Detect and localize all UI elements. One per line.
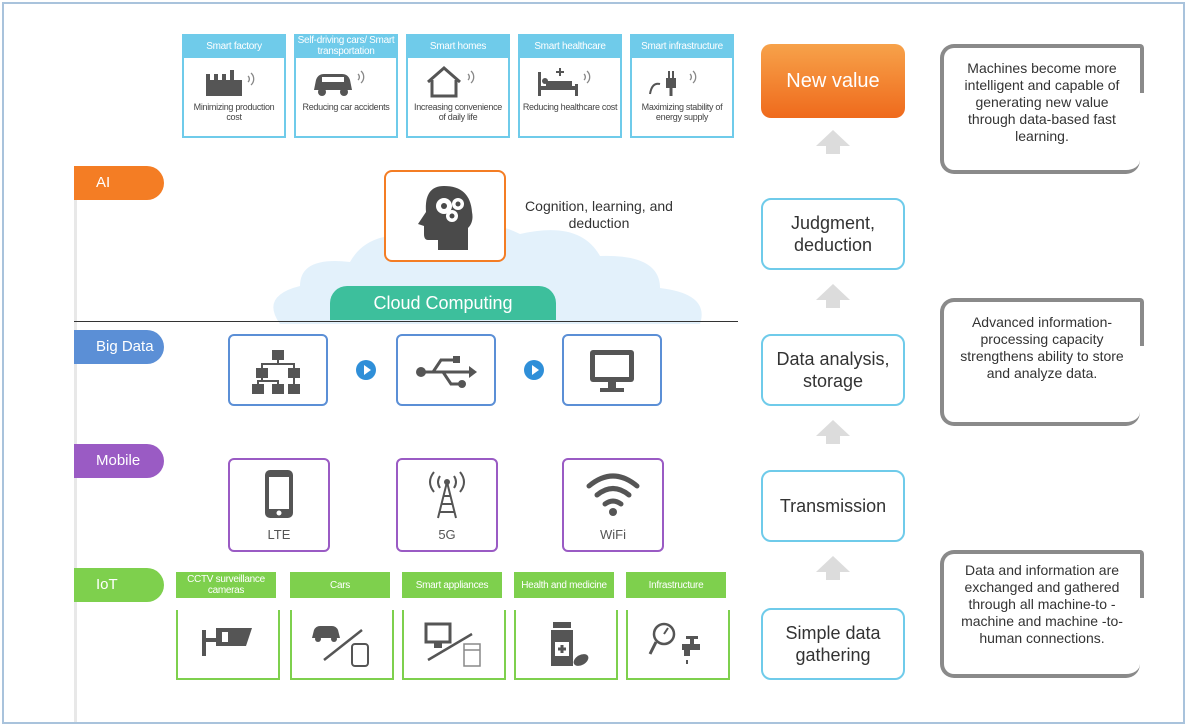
smart-caption: Minimizing production cost (193, 102, 275, 122)
home-icon (427, 66, 475, 98)
play-arrow-icon (524, 360, 544, 380)
smart-caption: Reducing healthcare cost (522, 102, 618, 112)
step-data-analysis: Data analysis, storage (761, 334, 905, 406)
mobile-label: LTE (267, 527, 291, 542)
brain-head-icon (418, 186, 473, 250)
car-icon (314, 70, 365, 96)
smart-card: Increasing convenience of daily life (406, 58, 510, 138)
iot-card (514, 610, 618, 680)
mobile-wifi-box: WiFi (562, 458, 664, 552)
iot-tag: Cars (290, 572, 390, 598)
wifi-icon (586, 473, 640, 516)
layer-label-bigdata: Big Data (74, 330, 164, 364)
ai-description: Cognition, learning, and deduction (525, 198, 673, 231)
ai-brain-box (384, 170, 506, 262)
smart-caption: Maximizing stability of energy supply (641, 102, 723, 122)
iot-card (402, 610, 506, 680)
iot-card (176, 610, 280, 680)
note-gathering: Data and information are exchanged and g… (940, 550, 1144, 678)
mobile-label: 5G (438, 527, 456, 542)
bigdata-monitor-box (562, 334, 662, 406)
usb-icon (416, 356, 477, 388)
smart-tag: Smart factory (182, 34, 286, 58)
smart-tag: Smart healthcare (518, 34, 622, 58)
up-arrow-icon (816, 420, 850, 444)
antenna-icon (429, 471, 465, 519)
step-new-value: New value (761, 44, 905, 118)
cloud-divider-line (74, 321, 738, 322)
smart-card: Minimizing production cost (182, 58, 286, 138)
smart-card: Reducing healthcare cost (518, 58, 622, 138)
faucet-icon (648, 622, 700, 664)
smart-caption: Increasing convenience of daily life (414, 102, 502, 122)
bigdata-usb-box (396, 334, 496, 406)
iot-card (290, 610, 394, 680)
note-new-value: Machines become more intelligent and cap… (940, 44, 1144, 174)
smartphone-icon (265, 470, 293, 518)
power-plug-icon (649, 70, 697, 96)
iot-tag: Infrastructure (626, 572, 726, 598)
bigdata-hierarchy-box (228, 334, 328, 406)
mobile-5g-box: 5G (396, 458, 498, 552)
layer-label-mobile: Mobile (74, 444, 164, 478)
smart-tag: Smart infrastructure (630, 34, 734, 58)
car-phone-icon (312, 626, 369, 667)
cctv-icon (202, 628, 252, 656)
iot-tag: CCTV surveillance cameras (176, 572, 276, 598)
step-transmission: Transmission (761, 470, 905, 542)
layer-label-iot: IoT (74, 568, 164, 602)
smart-tag: Self-driving cars/ Smart transportation (294, 34, 398, 58)
mobile-label: WiFi (600, 527, 626, 542)
appliance-icon (424, 622, 481, 667)
smart-card: Reducing car accidents (294, 58, 398, 138)
medicine-icon (551, 622, 589, 666)
monitor-icon (590, 350, 634, 392)
iot-tag: Smart appliances (402, 572, 502, 598)
smart-caption: Reducing car accidents (302, 102, 390, 112)
note-data-analysis: Advanced information-processing capacity… (940, 298, 1144, 426)
iot-card (626, 610, 730, 680)
factory-icon (206, 70, 255, 96)
layer-label-ai: AI (74, 166, 164, 200)
hospital-bed-icon (538, 68, 591, 96)
step-simple-gathering: Simple data gathering (761, 608, 905, 680)
up-arrow-icon (816, 556, 850, 580)
iot-tag: Health and medicine (514, 572, 614, 598)
play-arrow-icon (356, 360, 376, 380)
up-arrow-icon (816, 130, 850, 154)
up-arrow-icon (816, 284, 850, 308)
hierarchy-icon (252, 350, 300, 394)
step-judgment: Judgment, deduction (761, 198, 905, 270)
cloud-computing-label: Cloud Computing (330, 286, 556, 320)
smart-card: Maximizing stability of energy supply (630, 58, 734, 138)
mobile-lte-box: LTE (228, 458, 330, 552)
smart-tag: Smart homes (406, 34, 510, 58)
